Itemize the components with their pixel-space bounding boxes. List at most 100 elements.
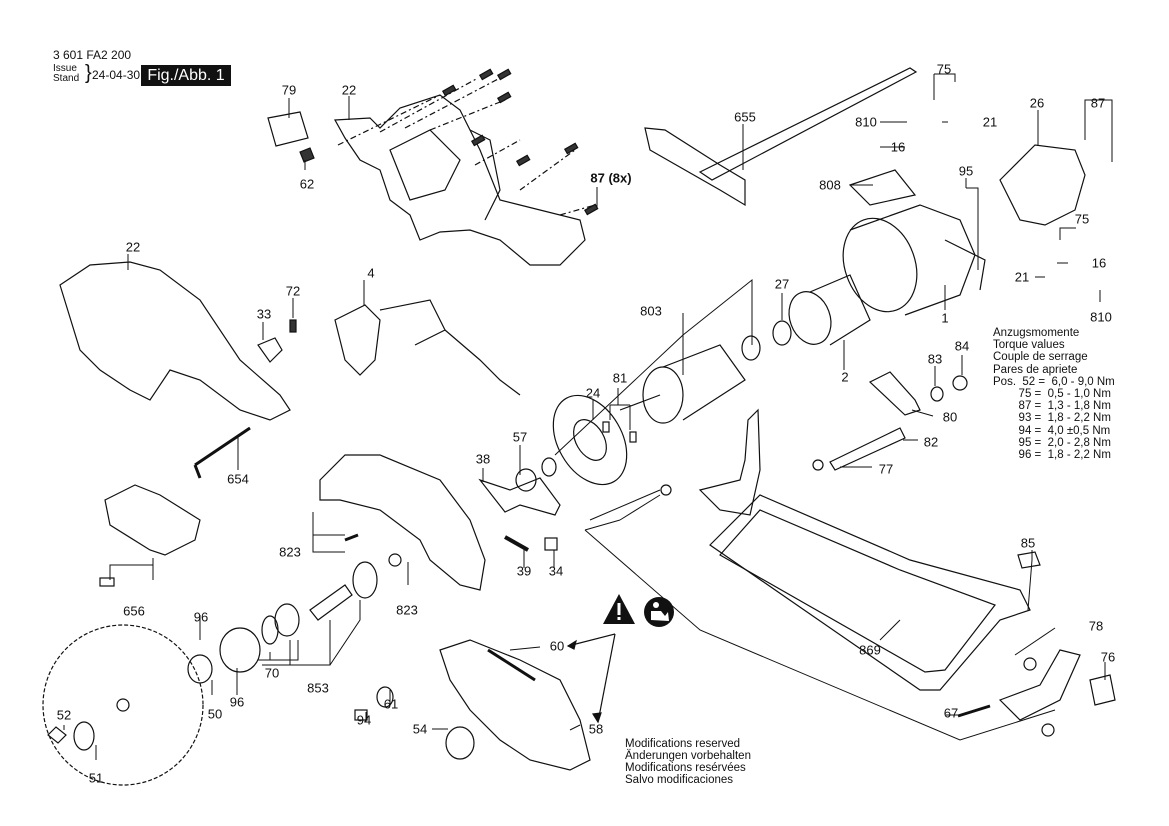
- part-label: 77: [878, 461, 894, 477]
- part-label: 654: [227, 471, 249, 487]
- part-869-base-plate: [709, 494, 1031, 691]
- leader-lines: [63, 73, 1113, 760]
- torque-values-table: Anzugsmomente Torque values Couple de se…: [993, 327, 1115, 461]
- part-61-bushing: [376, 686, 394, 708]
- part-label: 16: [890, 139, 906, 155]
- part-34-cap: [544, 537, 558, 551]
- part-26-end-cap: [999, 144, 1086, 226]
- part-78-bolt: [1023, 657, 1037, 671]
- part-67-pin: [957, 704, 991, 718]
- part-label: 22: [125, 239, 141, 255]
- part-label: 26: [1029, 95, 1045, 111]
- part-label: 869: [859, 642, 881, 658]
- part-label: 2: [841, 369, 849, 385]
- part-label: 79: [281, 82, 297, 98]
- part-22-housing-half: [334, 94, 586, 266]
- torque-row: Pos. 52 = 6,0 - 9,0 Nm: [993, 375, 1115, 388]
- part-label: 87 (8x): [590, 170, 632, 186]
- issue-label-en: Issue: [53, 63, 77, 74]
- part-label: 24: [585, 385, 601, 401]
- part-label: 21: [982, 114, 998, 130]
- part-656-screw: [99, 577, 115, 587]
- part-depth-guide: [698, 408, 761, 516]
- part-label: 78: [1088, 618, 1104, 634]
- part-82-threaded-rod: [829, 427, 906, 471]
- part-label: 51: [88, 770, 104, 786]
- part-24-fan-baffle: [552, 394, 628, 486]
- part-washer: [660, 484, 672, 496]
- part-bevel-bracket: [998, 649, 1081, 721]
- part-label: 80: [942, 409, 958, 425]
- modifications-de: Änderungen vorbehalten: [625, 750, 751, 762]
- figure-label: Fig./Abb. 1: [141, 65, 231, 86]
- part-label: 60: [549, 638, 565, 654]
- part-27-bearing: [772, 320, 792, 346]
- part-38-spindle-lock: [478, 477, 561, 516]
- part-label: 39: [516, 563, 532, 579]
- part-label: 27: [774, 276, 790, 292]
- torque-title-fr: Couple de serrage: [993, 351, 1088, 364]
- part-bearing-small: [541, 457, 557, 477]
- modifications-fr: Modifications resérvées: [625, 762, 746, 774]
- part-label: 34: [548, 563, 564, 579]
- part-bearing: [741, 335, 761, 361]
- part-label: 33: [256, 306, 272, 322]
- blade-hole: [116, 698, 130, 712]
- part-62-spring: [299, 147, 315, 163]
- part-94-screw: [354, 709, 368, 721]
- part-label: 810: [855, 114, 877, 130]
- part-85-knob: [1017, 551, 1041, 569]
- part-label: 87: [1090, 95, 1106, 111]
- part-label: 16: [1091, 255, 1107, 271]
- part-57-ring: [515, 468, 537, 492]
- part-823-bushing: [388, 553, 402, 567]
- torque-rows: Pos. 52 = 6,0 - 9,0 Nm 75 = 0,5 - 1,0 Nm…: [993, 376, 1115, 461]
- part-label: 823: [396, 602, 418, 618]
- torque-title-de: Anzugsmomente: [993, 327, 1080, 339]
- part-label: 75: [936, 61, 952, 77]
- warning-arrows: [566, 633, 616, 724]
- part-code: 3 601 FA2 200: [53, 48, 132, 62]
- torque-row: 96 = 1,8 - 2,2 Nm: [993, 449, 1111, 462]
- part-51-flange: [73, 721, 95, 751]
- part-656-chip-ejector: [104, 484, 201, 556]
- part-label: 94: [356, 712, 372, 728]
- part-label: 75: [1074, 211, 1090, 227]
- part-label: 50: [207, 706, 223, 722]
- part-79-cap: [267, 111, 309, 147]
- part-label: 853: [307, 680, 329, 696]
- part-33-slider: [257, 337, 283, 363]
- part-81-pin: [602, 421, 610, 433]
- part-label: 54: [412, 721, 428, 737]
- part-label: 61: [383, 696, 399, 712]
- part-22-handle: [59, 261, 291, 421]
- torque-title-en: Torque values: [993, 339, 1065, 352]
- part-label: 62: [299, 176, 315, 192]
- part-label: 58: [588, 721, 604, 737]
- part-screw-knob: [1041, 723, 1055, 737]
- modifications-en: Modifications reserved: [625, 738, 741, 750]
- screw-icons-top: [441, 68, 599, 216]
- torque-row: 75 = 0,5 - 1,0 Nm: [993, 388, 1111, 401]
- part-54-ring: [445, 726, 475, 760]
- issue-label-de: Stand: [53, 73, 80, 84]
- part-655-parallel-guide: [644, 67, 918, 207]
- part-label: 656: [123, 603, 145, 619]
- warning-triangle-icon: [603, 594, 635, 624]
- part-label: 810: [1090, 309, 1112, 325]
- part-label: 70: [264, 665, 280, 681]
- part-label: 96: [229, 694, 245, 710]
- torque-row: 87 = 1,3 - 1,8 Nm: [993, 400, 1111, 413]
- part-label: 67: [943, 705, 959, 721]
- part-upper-blade-guard: [319, 454, 486, 591]
- modifications-note: Modifications reserved Änderungen vorbeh…: [625, 738, 751, 786]
- issue-label: Issue Stand: [53, 64, 79, 84]
- torque-row: 93 = 1,8 - 2,2 Nm: [993, 412, 1111, 425]
- part-39-spring: [504, 535, 529, 552]
- part-label: 95: [958, 163, 974, 179]
- part-52-bolt: [47, 726, 67, 744]
- part-654-hex-key: [193, 426, 251, 479]
- screws-top: [337, 77, 596, 216]
